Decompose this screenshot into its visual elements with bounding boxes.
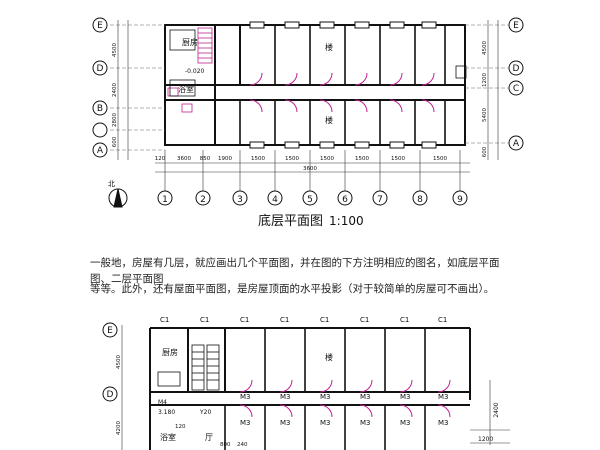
door-m3-4: M3 [400, 393, 411, 401]
dim2-right-0: 2400 [493, 402, 500, 417]
label-y20: Y20 [199, 409, 211, 416]
ground-floor-plan-drawing: 1 2 3 4 5 6 7 8 9 E D B A E D C A 厨房 浴室 … [92, 17, 524, 208]
axis2-label-E: E [107, 326, 113, 336]
room2-kitchen: 厨房 [162, 347, 178, 357]
plan-scale: 1:100 [329, 214, 364, 228]
window-c1-5: C1 [360, 316, 369, 324]
dim2-left-1: 4200 [116, 421, 122, 435]
dim2-right-1: 1200 [478, 436, 493, 443]
plan-title: 底层平面图 [258, 214, 324, 229]
dim-bottom-0: 120 [155, 156, 166, 162]
dim2-left-0: 4500 [116, 355, 122, 369]
dim-right-3: 600 [482, 146, 488, 157]
window-c1-2: C1 [240, 316, 249, 324]
dim-right-0: 4500 [482, 41, 488, 55]
dim-bottom-6: 1500 [320, 156, 334, 162]
window-c1-4: C1 [320, 316, 329, 324]
window-c1-3: C1 [280, 316, 289, 324]
axis-label-C-right: C [513, 84, 519, 94]
label-240: 240 [237, 442, 248, 448]
axis-label-B: B [97, 104, 103, 114]
axis-label-A-left: A [97, 146, 104, 156]
room-kitchen: 厨房 [182, 37, 198, 47]
dim-bottom-9: 1500 [433, 156, 447, 162]
axis-label-E-right: E [513, 21, 519, 31]
dim-right-2: 5400 [482, 108, 488, 122]
door-m3-b4: M3 [400, 419, 411, 427]
axis-label-8: 8 [417, 195, 423, 205]
dim-left-3: 600 [112, 136, 118, 147]
dim-left-1: 2400 [112, 83, 118, 97]
axis-label-5: 5 [307, 195, 313, 205]
window-c1-6: C1 [400, 316, 409, 324]
door-m3-5: M3 [438, 393, 449, 401]
axis-label-6: 6 [342, 195, 348, 205]
paragraph-1: 一般地，房屋有几层，就应画出几个平面图，并在图的下方注明相应的图名，如底层平面图… [90, 257, 500, 285]
door-m3-1: M3 [280, 393, 291, 401]
dim-bottom-4: 1500 [251, 156, 265, 162]
room-bath: 浴室 [178, 84, 194, 94]
label-120: 120 [175, 424, 186, 430]
north-label: 北 [108, 180, 115, 188]
door-m3-b2: M3 [320, 419, 331, 427]
door-m3-0: M3 [240, 393, 251, 401]
axis-label-9: 9 [457, 195, 463, 205]
paragraph-2: 等等。此外，还有屋面平面图，是房屋顶面的水平投影（对于较简单的房屋可不画出）。 [90, 283, 495, 295]
window-c1-0: C1 [160, 316, 169, 324]
axis-label-D-right: D [513, 64, 520, 74]
axis-label-E: E [97, 21, 103, 31]
dim-left-0: 4500 [112, 43, 118, 57]
axis-label-A-right: A [513, 139, 520, 149]
dim-bottom-7: 1500 [355, 156, 369, 162]
axis-label-1: 1 [162, 195, 168, 205]
axis-label-4: 4 [272, 195, 278, 205]
dim-bottom-5: 1500 [285, 156, 299, 162]
dim-bottom-3: 1900 [218, 156, 232, 162]
door-m3-3: M3 [360, 393, 371, 401]
plan-caption: 底层平面图 1:100 [258, 210, 364, 229]
label-elev: 3.180 [158, 409, 175, 416]
axis-label-7: 7 [377, 195, 383, 205]
dim-bottom-8: 1500 [391, 156, 405, 162]
window-c1-1: C1 [200, 316, 209, 324]
room-stair: 楼 [325, 42, 333, 52]
window-c1-7: C1 [438, 316, 447, 324]
room2-bath: 浴室 [160, 432, 176, 442]
dim-bottom-2: 850 [200, 156, 211, 162]
label-m4: M4 [158, 399, 167, 406]
door-m3-b3: M3 [360, 419, 371, 427]
axis-label-3: 3 [237, 195, 243, 205]
door-m3-2: M3 [320, 393, 331, 401]
axis2-label-D: D [107, 390, 114, 400]
door-m3-b5: M3 [438, 419, 449, 427]
dim-bottom-total: 3600 [303, 166, 317, 172]
room2-stair: 楼 [325, 352, 333, 362]
axis-label-2: 2 [200, 195, 206, 205]
dim-bottom-1: 3600 [177, 156, 191, 162]
room-corridor: 楼 [325, 115, 333, 125]
dim-right-1: 1200 [482, 73, 488, 87]
room2-f: 厅 [205, 433, 213, 442]
door-m3-b0: M3 [240, 419, 251, 427]
door-m3-b1: M3 [280, 419, 291, 427]
elevation-mark: -0.020 [185, 68, 205, 75]
label-800: 800 [220, 442, 231, 448]
axis-label-D: D [97, 64, 104, 74]
dim-left-2: 2800 [112, 113, 118, 127]
